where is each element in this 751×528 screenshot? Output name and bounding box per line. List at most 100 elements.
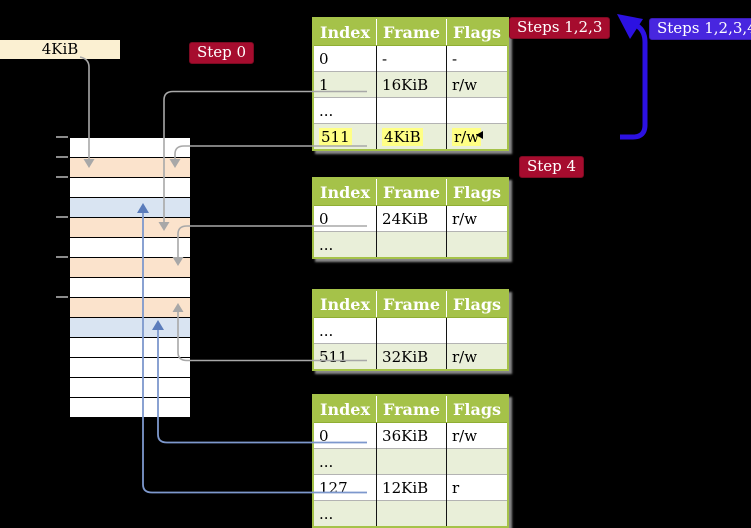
highlighted-value: 4KiB — [382, 127, 423, 146]
cell-frame: 32KiB — [376, 343, 448, 370]
cell-frame — [376, 448, 448, 475]
col-header-flags: Flags — [446, 178, 509, 206]
memory-row-free — [70, 378, 190, 398]
cell-frame — [376, 231, 448, 258]
cell-index: 511 — [313, 343, 378, 370]
cell-index: 0 — [313, 422, 378, 449]
cell-frame — [376, 97, 448, 124]
col-header-index: Index — [313, 290, 378, 318]
table-row: 511 32KiB r/w — [313, 343, 509, 370]
memory-row-free — [70, 358, 190, 378]
table-row: 0 - - — [313, 45, 509, 72]
table-header-row: Index Frame Flags — [313, 178, 509, 206]
memory-tick — [56, 256, 68, 258]
memory-tick — [56, 296, 68, 298]
table-row: 1 16KiB r/w — [313, 71, 509, 98]
col-header-flags: Flags — [446, 290, 509, 318]
cell-index: 1 — [313, 71, 378, 98]
cell-frame: 36KiB — [376, 422, 448, 449]
col-header-frame: Frame — [376, 18, 448, 46]
highlighted-value: 511 — [319, 127, 352, 146]
cell-flags: r/w — [446, 71, 509, 98]
table-header-row: Index Frame Flags — [313, 395, 509, 423]
col-header-frame: Frame — [376, 178, 448, 206]
table-row: ... — [313, 317, 509, 344]
cell-frame: 4KiB — [376, 123, 448, 150]
cell-frame — [376, 317, 448, 344]
cell-frame — [376, 500, 448, 527]
cell-flags: - — [446, 45, 509, 72]
table-row: ... — [313, 97, 509, 124]
memory-row-page-table — [70, 218, 190, 238]
table-header-row: Index Frame Flags — [313, 18, 509, 46]
cell-index: 511 — [313, 123, 378, 150]
cell-index: ... — [313, 97, 378, 124]
cell-flags — [446, 500, 509, 527]
col-header-frame: Frame — [376, 395, 448, 423]
cell-frame: 12KiB — [376, 474, 448, 501]
recursive-loop-arrow — [620, 21, 648, 140]
cell-index: 127 — [313, 474, 378, 501]
cell-frame: 24KiB — [376, 205, 448, 232]
step-0-label: Step 0 — [189, 42, 255, 64]
memory-tick — [56, 176, 68, 178]
cell-flags — [446, 317, 509, 344]
table-row: ... — [313, 231, 509, 258]
cell-index: ... — [313, 317, 378, 344]
step-4-label: Step 4 — [519, 156, 585, 178]
memory-row-free — [70, 278, 190, 298]
col-header-frame: Frame — [376, 290, 448, 318]
cell-frame: 16KiB — [376, 71, 448, 98]
cell-index: 0 — [313, 205, 378, 232]
col-header-flags: Flags — [446, 18, 509, 46]
table-row: ... — [313, 500, 509, 527]
table-header-row: Index Frame Flags — [313, 290, 509, 318]
table-row: ... — [313, 448, 509, 475]
table-row-recursive-entry: 511 4KiB r/w — [313, 123, 509, 150]
memory-column — [70, 137, 190, 418]
memory-row-free — [70, 338, 190, 358]
page-table-level3: Index Frame Flags 0 24KiB r/w ... — [312, 177, 510, 259]
cell-flags — [446, 97, 509, 124]
col-header-flags: Flags — [446, 395, 509, 423]
cell-flags — [446, 448, 509, 475]
cell-flags: r/w — [446, 123, 509, 150]
recursive-loop-arrowhead-icon — [617, 14, 643, 39]
memory-row-mapped-page — [70, 198, 190, 218]
cell-index: ... — [313, 500, 378, 527]
col-header-index: Index — [313, 395, 378, 423]
cell-index: 0 — [313, 45, 378, 72]
page-table-level2: Index Frame Flags ... 511 32KiB r/w — [312, 289, 510, 371]
cell-index: ... — [313, 448, 378, 475]
memory-row-page-table — [70, 258, 190, 278]
steps-1234-label: Steps 1,2,3,4 — [649, 18, 751, 40]
memory-tick — [56, 156, 68, 158]
memory-row-free — [70, 238, 190, 258]
page-table-level1: Index Frame Flags 0 36KiB r/w ... 127 12… — [312, 394, 510, 528]
cell-flags: r/w — [446, 343, 509, 370]
cell-flags: r/w — [446, 422, 509, 449]
table-row: 0 36KiB r/w — [313, 422, 509, 449]
memory-row-free — [70, 398, 190, 418]
cell-flags: r — [446, 474, 509, 501]
memory-tick — [56, 216, 68, 218]
cell-frame: - — [376, 45, 448, 72]
steps-123-label: Steps 1,2,3 — [509, 17, 611, 39]
memory-row-page-table — [70, 158, 190, 178]
table-row: 0 24KiB r/w — [313, 205, 509, 232]
memory-row-free — [70, 137, 190, 158]
col-header-index: Index — [313, 178, 378, 206]
highlighted-value: r/w — [452, 127, 482, 146]
cell-flags: r/w — [446, 205, 509, 232]
memory-tick — [56, 136, 68, 138]
memory-row-mapped-page — [70, 318, 190, 338]
cell-flags — [446, 231, 509, 258]
cell-index: ... — [313, 231, 378, 258]
page-table-level4: Index Frame Flags 0 - - 1 16KiB r/w ... … — [312, 17, 510, 151]
col-header-index: Index — [313, 18, 378, 46]
frame-size-label: 4KiB — [0, 40, 120, 59]
memory-row-free — [70, 178, 190, 198]
memory-row-page-table — [70, 298, 190, 318]
